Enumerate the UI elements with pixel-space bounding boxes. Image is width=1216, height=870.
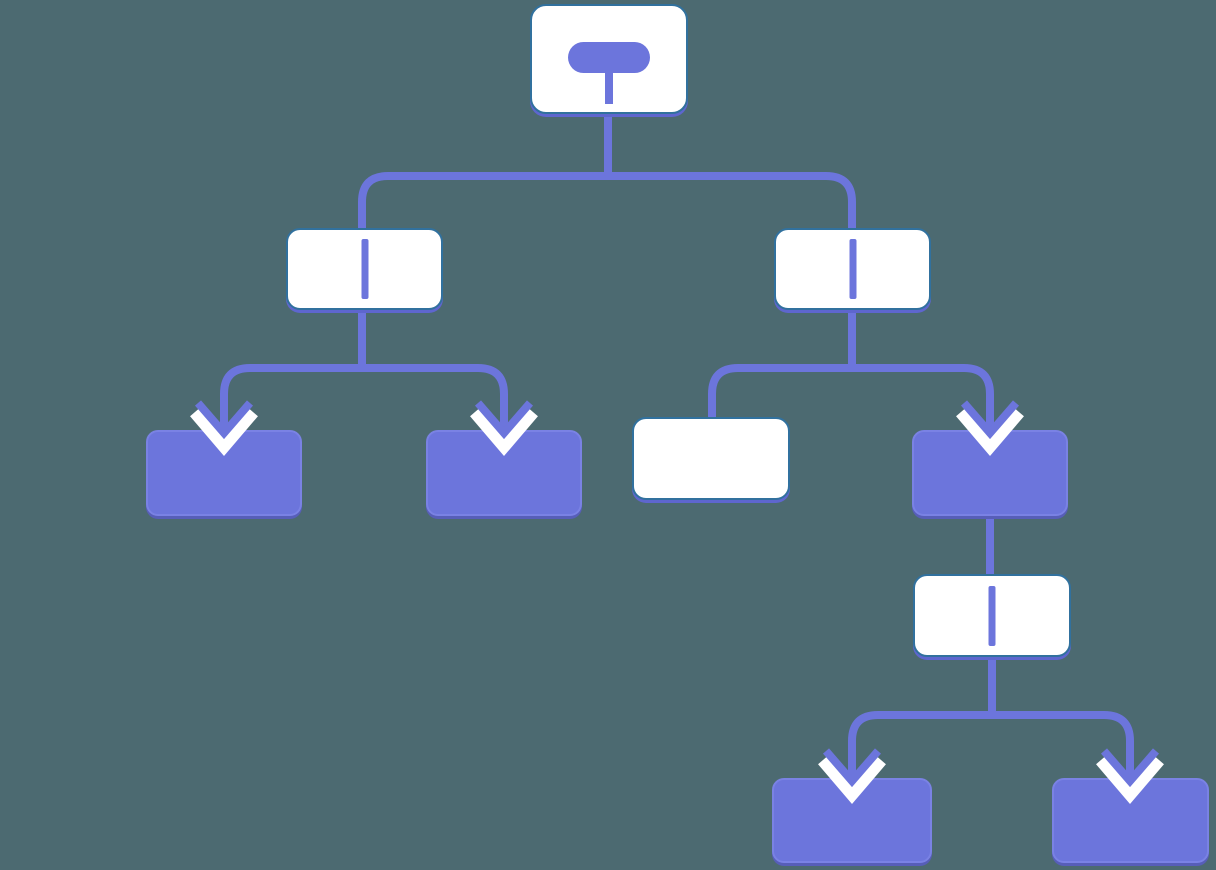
node-root[interactable]	[530, 4, 688, 114]
edge-branch1-split	[220, 364, 508, 412]
node-branch-2[interactable]	[774, 228, 931, 310]
edge-root-split	[358, 172, 856, 230]
node-leaf-1[interactable]	[146, 430, 302, 516]
node-leaf-3[interactable]	[912, 430, 1068, 516]
vertical-divider-icon	[988, 585, 996, 646]
node-leaf-4[interactable]	[772, 778, 932, 863]
node-branch-3[interactable]	[913, 574, 1071, 657]
capsule-stem-icon	[605, 71, 613, 104]
node-leaf-2[interactable]	[426, 430, 582, 516]
capsule-icon	[568, 42, 650, 73]
vertical-divider-icon	[849, 239, 856, 299]
edge-branch2-split	[708, 364, 994, 420]
node-branch-1[interactable]	[286, 228, 443, 310]
node-leaf-5[interactable]	[1052, 778, 1209, 863]
edge-branch3-split	[848, 711, 1134, 760]
node-plain-1[interactable]	[632, 417, 790, 500]
vertical-divider-icon	[361, 239, 368, 299]
